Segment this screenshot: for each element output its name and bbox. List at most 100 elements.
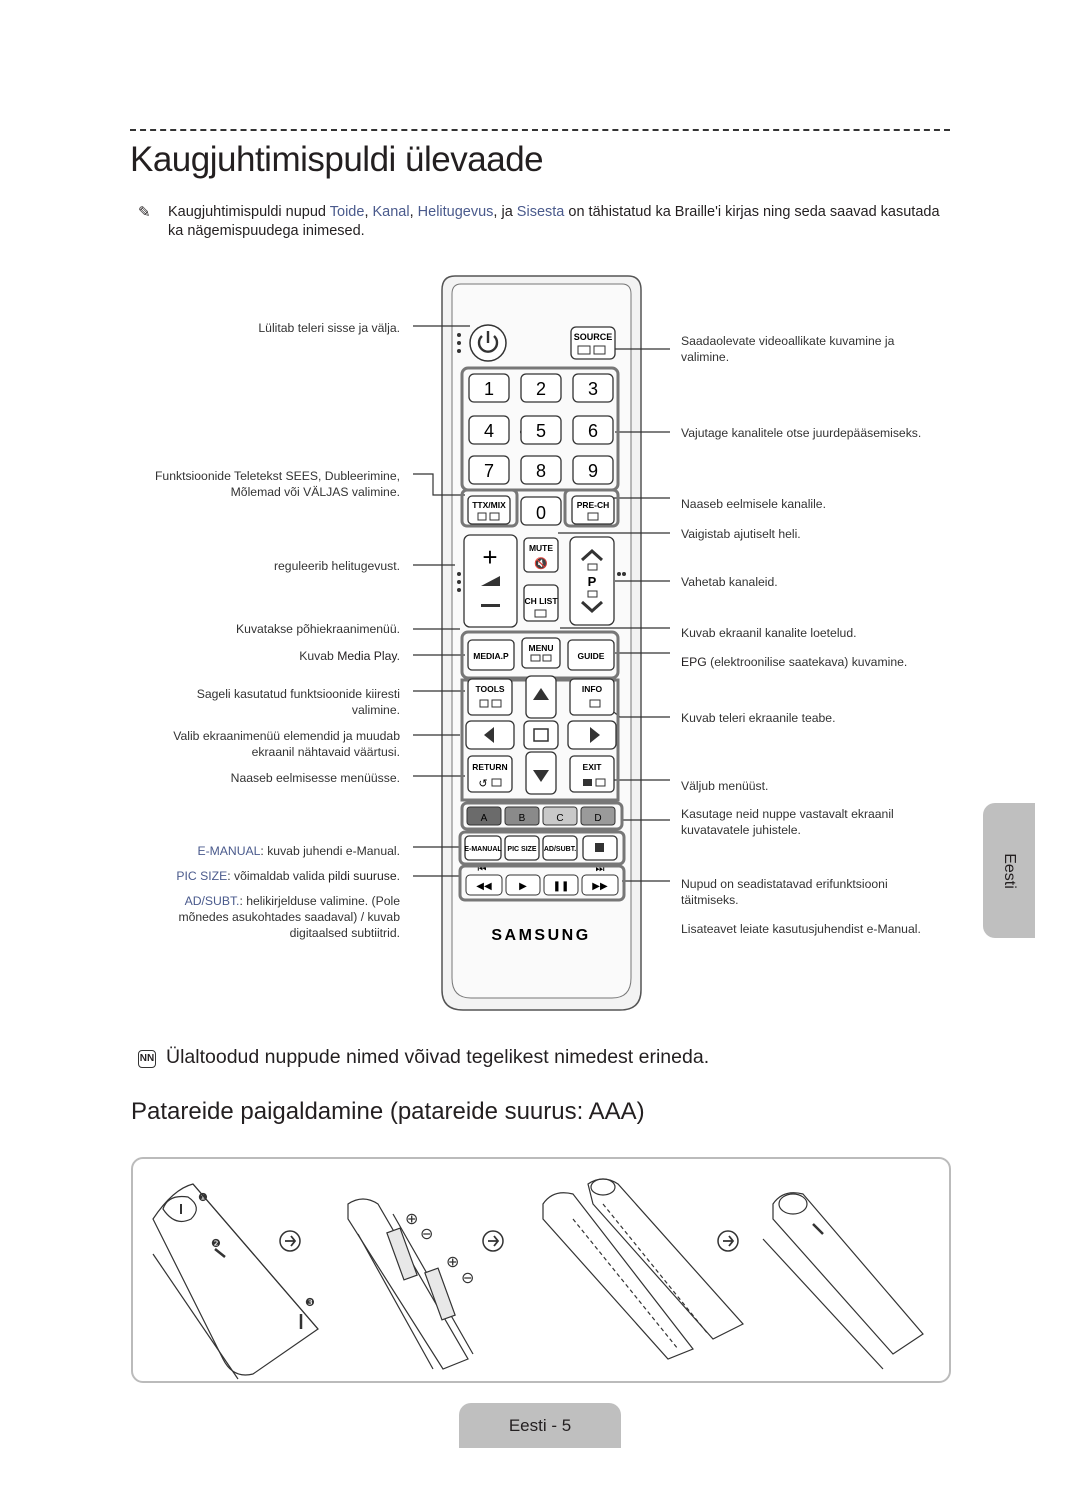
svg-text:PIC SIZE: PIC SIZE [507, 846, 537, 853]
guide-button: GUIDE [567, 639, 615, 671]
battery-panel-1: ❶ ❷ ❸ [152, 1183, 319, 1380]
label-info: Kuvab teleri ekraanile teabe. [681, 711, 836, 725]
svg-text:◀◀: ◀◀ [476, 881, 492, 892]
digit-7-button[interactable]: 7 [468, 455, 510, 485]
label-prech: Naaseb eelmisele kanalile. [681, 497, 826, 511]
digit-4-button[interactable]: 4 [468, 415, 510, 445]
info-button: INFO [569, 678, 615, 716]
power-button [469, 324, 507, 362]
digit-label: 9 [588, 461, 598, 481]
source-button: SOURCE [570, 326, 616, 360]
label-nav: Valib ekraanimenüü elemendid ja muudab e… [173, 729, 400, 759]
digit-label: 6 [588, 421, 598, 441]
header-rule [130, 129, 950, 131]
label-numbers: Vajutage kanalitele otse juurdepääsemise… [681, 426, 922, 440]
digit-label: 5 [536, 421, 546, 441]
label-teletext: Funktsioonide Teletekst SEES, Dubleerimi… [154, 469, 400, 499]
svg-text:PRE-CH: PRE-CH [577, 500, 610, 510]
svg-text:+: + [482, 542, 497, 572]
label-adsubt: AD/SUBT.: helikirjelduse valimine. (Pole… [178, 894, 400, 940]
svg-text:RETURN: RETURN [472, 762, 507, 772]
svg-text:⊕: ⊕ [446, 1254, 459, 1271]
svg-text:⊕: ⊕ [405, 1211, 418, 1228]
svg-text:❚❚: ❚❚ [553, 881, 570, 892]
emanual-button: E-MANUAL [464, 835, 502, 861]
label-picsize: PIC SIZE: võimaldab valida pildi suuruse… [176, 869, 400, 883]
label-abcd: Kasutage neid nuppe vastavalt ekraanil k… [681, 807, 894, 837]
source-label: SOURCE [574, 332, 613, 342]
svg-text:⊖: ⊖ [420, 1226, 433, 1243]
color-button-label: A [481, 813, 488, 824]
down-button [525, 751, 557, 795]
color-button-b[interactable]: B [504, 806, 540, 826]
digit-label: 7 [484, 461, 494, 481]
samsung-logo: SAMSUNG [491, 927, 590, 944]
arrow-icon-1 [279, 1230, 301, 1252]
svg-text:AD/SUBT.: AD/SUBT. [544, 846, 576, 853]
digit-label: 8 [536, 461, 546, 481]
pause-button: ❚❚ [543, 874, 579, 896]
stop-button [582, 835, 618, 861]
digit-3-button[interactable]: 3 [572, 373, 614, 403]
language-side-tab: Eesti [983, 803, 1035, 938]
svg-text:INFO: INFO [582, 684, 603, 694]
digit-9-button[interactable]: 9 [572, 455, 614, 485]
pencil-icon: ✎ [138, 204, 151, 221]
page-footer-tab: Eesti - 5 [459, 1403, 621, 1448]
label-exit: Väljub menüüst. [681, 779, 769, 793]
label-return: Naaseb eelmisesse menüüsse. [230, 771, 400, 785]
svg-text:❷: ❷ [211, 1238, 221, 1250]
color-button-label: B [519, 813, 526, 824]
svg-text:P: P [588, 574, 597, 589]
battery-panel-3 [542, 1178, 744, 1360]
adsubt-button: AD/SUBT. [542, 835, 578, 861]
svg-text:▶: ▶ [519, 881, 527, 892]
svg-text:E-MANUAL: E-MANUAL [464, 846, 502, 853]
label-emanual: E-MANUAL: kuvab juhendi e-Manual. [197, 844, 400, 858]
braille-note: ✎ Kaugjuhtimispuldi nupud Toide, Kanal, … [138, 203, 950, 241]
braille-note-text: Kaugjuhtimispuldi nupud Toide, Kanal, He… [168, 204, 940, 239]
left-leader-lines [413, 325, 470, 877]
battery-steps-illustration: ❶ ❷ ❸ ⊕ ⊖ ⊕ ⊖ [152, 1178, 924, 1380]
svg-text:0: 0 [536, 503, 546, 523]
right-button [567, 720, 617, 750]
svg-text:TTX/MIX: TTX/MIX [472, 500, 506, 510]
left-button [465, 720, 515, 750]
svg-text:GUIDE: GUIDE [578, 651, 605, 661]
digit-2-button[interactable]: 2 [520, 373, 562, 403]
svg-text:🔇: 🔇 [534, 557, 548, 570]
up-button [525, 675, 557, 719]
svg-text:TOOLS: TOOLS [475, 684, 504, 694]
picsize-button: PIC SIZE [504, 835, 540, 861]
digit-5-button[interactable]: 5 [520, 415, 562, 445]
arrow-icon-2 [482, 1230, 504, 1252]
label-mute: Vaigistab ajutiselt heli. [681, 527, 801, 541]
color-button-d[interactable]: D [580, 806, 616, 826]
battery-panel-2: ⊕ ⊖ ⊕ ⊖ [347, 1198, 474, 1370]
digit-8-button[interactable]: 8 [520, 455, 562, 485]
svg-text:↺: ↺ [478, 778, 487, 790]
arrow-icon-3 [717, 1230, 739, 1252]
menu-button: MENU [521, 637, 561, 669]
names-note-text: Ülaltoodud nuppude nimed võivad tegelike… [166, 1046, 710, 1068]
svg-text:▶▶: ▶▶ [592, 881, 608, 892]
color-button-c[interactable]: C [542, 806, 578, 826]
return-button: RETURN ↺ [467, 755, 513, 793]
battery-illustration-box: ❶ ❷ ❸ ⊕ ⊖ ⊕ ⊖ [131, 1157, 951, 1383]
color-button-a[interactable]: A [466, 806, 502, 826]
page-title: Kaugjuhtimispuldi ülevaade [130, 140, 544, 179]
svg-text:❸: ❸ [305, 1297, 315, 1309]
svg-text:❶: ❶ [198, 1192, 208, 1204]
digit-label: 2 [536, 379, 546, 399]
label-menu: Kuvatakse põhiekraanimenüü. [236, 622, 400, 636]
media-button: MEDIA.P [467, 639, 515, 671]
label-guide: EPG (elektroonilise saatekava) kuvamine. [681, 655, 908, 669]
battery-panel-4 [762, 1192, 924, 1370]
label-media: Kuvab Media Play. [299, 649, 400, 663]
digit-6-button[interactable]: 6 [572, 415, 614, 445]
svg-text:EXIT: EXIT [583, 762, 603, 772]
digit-1-button[interactable]: 1 [468, 373, 510, 403]
prev-track-icon: ⏮ [478, 864, 487, 875]
